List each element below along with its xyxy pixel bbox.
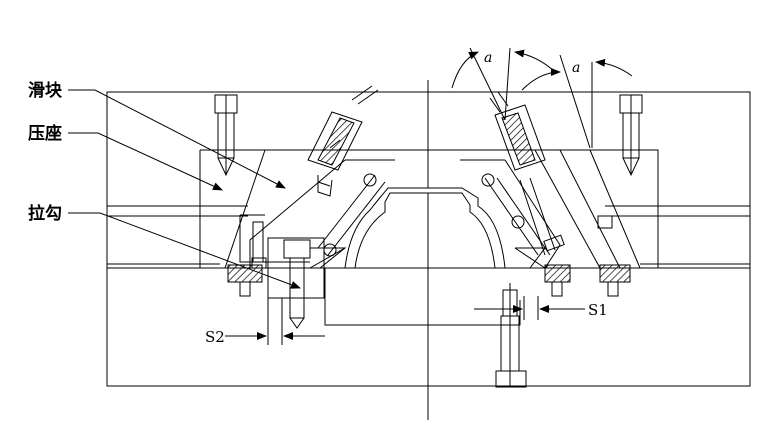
label-press-seat: 压座 xyxy=(28,123,62,144)
label-angle-right: a xyxy=(572,60,580,76)
right-lower-parts xyxy=(544,264,631,297)
label-pull-hook: 拉勾 xyxy=(28,203,62,224)
dimension-s2 xyxy=(225,298,325,345)
left-upper-bolt xyxy=(214,94,238,177)
right-upper-bolt xyxy=(619,94,643,177)
leader-lines xyxy=(68,89,301,289)
left-guide-block xyxy=(307,85,379,197)
label-slider: 滑块 xyxy=(28,81,63,101)
mold-outline xyxy=(106,80,751,420)
label-s1: S1 xyxy=(588,301,608,319)
right-guide-block xyxy=(489,91,556,256)
dimension-s1 xyxy=(474,296,585,320)
right-press-seat xyxy=(534,149,641,269)
label-angle-left: a xyxy=(484,50,492,66)
left-slider xyxy=(249,159,395,269)
bottom-pocket xyxy=(324,268,521,326)
bottom-bolt xyxy=(495,283,527,388)
angle-indicators xyxy=(451,47,633,149)
left-press-seat xyxy=(224,149,310,269)
product-part xyxy=(344,187,506,269)
label-s2: S2 xyxy=(205,328,225,346)
pull-hook xyxy=(227,221,325,329)
